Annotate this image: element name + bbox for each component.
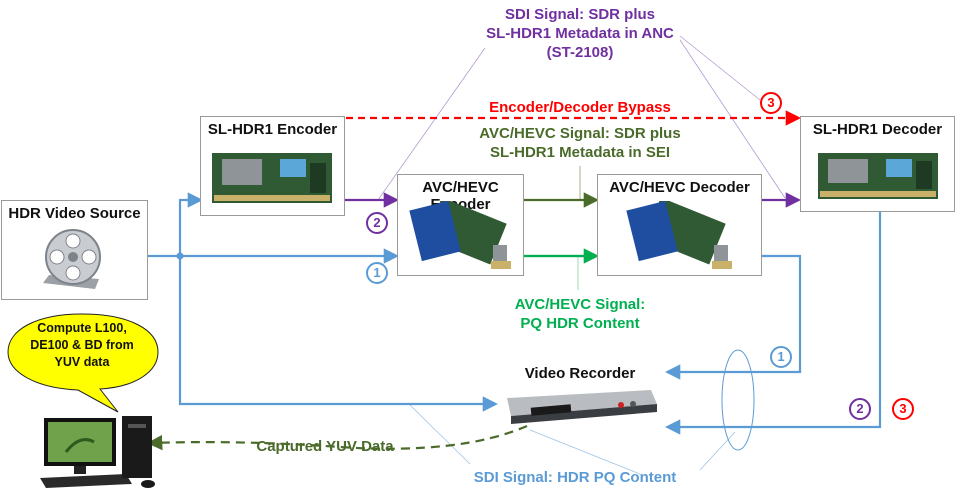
bubble-line: YUV data (54, 355, 110, 369)
sdi-sdr-line: SDI Signal: SDR plus (504, 6, 655, 23)
hdr-video-source-title: HDR Video Source (8, 205, 141, 222)
circuit-card-icon (818, 153, 938, 199)
sl-hdr1-decoder-box: SL-HDR1 Decoder (800, 116, 955, 212)
marker-1-source: 1 (366, 262, 388, 284)
speech-bubble (7, 313, 159, 413)
sdi-sdr-line: SL-HDR1 Metadata in ANC (486, 25, 674, 42)
bubble-line: DE100 & BD from (30, 338, 134, 352)
sdi-sdr-label: SDI Signal: SDR plus SL-HDR1 Metadata in… (440, 5, 720, 62)
circuit-card-icon (626, 201, 732, 269)
avc-hevc-decoder-title: AVC/HEVC Decoder (609, 179, 750, 196)
circuit-card-icon (409, 201, 511, 269)
sdi-sdr-line: (ST-2108) (546, 44, 614, 61)
desktop-computer-icon (40, 416, 155, 488)
avc-pq-label: AVC/HEVC Signal: PQ HDR Content (470, 295, 690, 333)
circuit-card-icon (212, 153, 332, 203)
bubble-line: Compute L100, (37, 321, 127, 335)
avc-sdr-label: AVC/HEVC Signal: SDR plus SL-HDR1 Metada… (440, 124, 720, 162)
sdi-group-ellipse (721, 349, 755, 451)
bubble-text: Compute L100, DE100 & BD from YUV data (12, 320, 152, 371)
marker-2-recorder: 2 (849, 398, 871, 420)
avc-pq-line: AVC/HEVC Signal: (514, 296, 646, 313)
sl-hdr1-decoder-title: SL-HDR1 Decoder (812, 121, 943, 138)
film-reel-icon (43, 229, 101, 289)
avc-hevc-decoder-box: AVC/HEVC Decoder (597, 174, 762, 276)
hdr-video-source-box: HDR Video Source (1, 200, 148, 300)
avc-pq-line: PQ HDR Content (520, 315, 640, 332)
marker-3-bypass: 3 (760, 92, 782, 114)
marker-1-recorder: 1 (770, 346, 792, 368)
marker-2-encoder: 2 (366, 212, 388, 234)
junction-dot (176, 252, 184, 260)
captured-yuv-label: Captured YUV Data (256, 438, 394, 455)
sl-hdr1-encoder-title: SL-HDR1 Encoder (207, 121, 338, 138)
avc-sdr-line: AVC/HEVC Signal: SDR plus (479, 125, 681, 142)
video-recorder-icon (507, 390, 657, 424)
sdi-pq-label: SDI Signal: HDR PQ Content (473, 469, 677, 486)
video-recorder-label: Video Recorder (524, 365, 636, 382)
avc-sdr-line: SL-HDR1 Metadata in SEI (489, 144, 671, 161)
captured-data-arrow (146, 424, 528, 451)
sl-hdr1-encoder-box: SL-HDR1 Encoder (200, 116, 345, 216)
marker-3-recorder: 3 (892, 398, 914, 420)
bypass-label: Encoder/Decoder Bypass (489, 99, 671, 116)
avc-hevc-encoder-box: AVC/HEVC Encoder (397, 174, 524, 276)
